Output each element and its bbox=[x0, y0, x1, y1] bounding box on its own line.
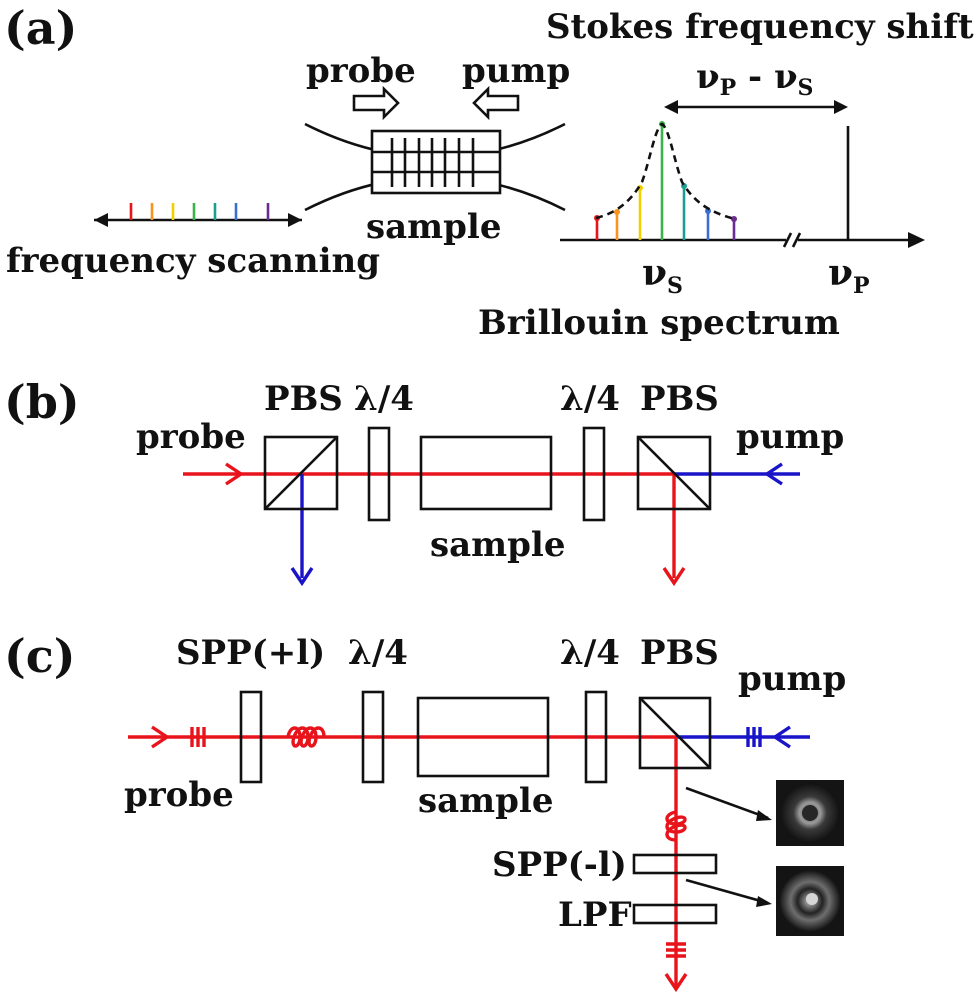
acoustic-grating bbox=[372, 138, 500, 187]
scan-frequency-lines bbox=[129, 203, 270, 220]
probe-direction-arrow bbox=[352, 85, 400, 121]
pbs-right-b bbox=[636, 435, 712, 511]
pbs-left-b bbox=[263, 435, 339, 511]
inset-pointer-bottom bbox=[685, 878, 769, 905]
pbs-c bbox=[638, 696, 712, 770]
stokes-shift-title: Stokes frequency shift bbox=[546, 7, 974, 47]
shift-nu-p: ν bbox=[696, 57, 720, 97]
stokes-shift-arrow bbox=[664, 100, 848, 114]
probe-vortex-wavefront bbox=[286, 726, 326, 748]
panel-label-b: (b) bbox=[4, 375, 80, 429]
spectrum-axis bbox=[560, 232, 925, 248]
spectrum-dot-2 bbox=[614, 209, 620, 215]
probe-output-plane-wavefront bbox=[666, 942, 686, 958]
sample-label-a: sample bbox=[366, 207, 501, 247]
pbs-label-right-b: PBS bbox=[640, 379, 719, 419]
spp-minus-plate bbox=[632, 853, 718, 875]
brillouin-lorentzian-curve bbox=[595, 122, 736, 221]
pbs-label-left-b: PBS bbox=[264, 379, 343, 419]
nu-p-sub: P bbox=[853, 273, 870, 299]
pump-input-arrow-c bbox=[771, 725, 791, 749]
lpf-label: LPF bbox=[558, 895, 632, 935]
spp-minus-label: SPP(-l) bbox=[492, 845, 627, 885]
nu-p-main: ν bbox=[828, 252, 853, 294]
nu-s-label: νS bbox=[642, 252, 683, 299]
pbs-label-c: PBS bbox=[640, 633, 719, 673]
probe-label-c: probe bbox=[124, 775, 234, 815]
spectrum-dot-6 bbox=[705, 208, 711, 214]
spectrum-probe-lines bbox=[594, 121, 737, 240]
qwp-label-left-c: λ/4 bbox=[348, 633, 408, 673]
pump-input-arrow-b bbox=[763, 462, 783, 486]
probe-output-vortex bbox=[665, 810, 687, 842]
qwp-label-right-b: λ/4 bbox=[560, 379, 620, 419]
probe-input-arrow-c bbox=[151, 725, 171, 749]
panel-label-c: (c) bbox=[4, 629, 76, 683]
probe-output-arrow-c bbox=[664, 973, 688, 993]
lpf-plate bbox=[632, 903, 718, 925]
probe-plane-wavefront bbox=[190, 727, 206, 747]
shift-sub-p: P bbox=[720, 75, 737, 101]
pump-direction-arrow bbox=[472, 85, 520, 121]
shift-minus: - bbox=[736, 57, 774, 97]
qwp-label-left-b: λ/4 bbox=[354, 379, 414, 419]
qwp-right-b bbox=[582, 426, 606, 522]
sample-label-b: sample bbox=[430, 525, 565, 565]
shift-sub-s: S bbox=[798, 75, 814, 101]
shift-formula: νP - νS bbox=[696, 57, 813, 101]
probe-label-a: probe bbox=[306, 51, 416, 91]
spectrum-dot-7 bbox=[731, 216, 737, 222]
shift-nu-s: ν bbox=[774, 57, 798, 97]
qwp-left-b bbox=[367, 426, 391, 522]
probe-input-arrow-b bbox=[225, 462, 245, 486]
spp-plus-label: SPP(+l) bbox=[176, 633, 325, 673]
pbs-right-diagonal bbox=[637, 436, 711, 510]
spp-plus-plate bbox=[239, 690, 263, 784]
nu-s-sub: S bbox=[667, 273, 683, 299]
qwp-right-c bbox=[584, 690, 608, 784]
qwp-label-right-c: λ/4 bbox=[560, 633, 620, 673]
brillouin-spectrum-label: Brillouin spectrum bbox=[478, 303, 840, 343]
gaussian-beam-profile-image bbox=[776, 866, 844, 936]
sample-b bbox=[419, 435, 553, 511]
inset-pointer-top bbox=[685, 786, 769, 820]
sample-c bbox=[416, 696, 550, 778]
pump-output-arrow-b bbox=[290, 567, 314, 587]
pump-plane-wavefront bbox=[746, 727, 762, 747]
frequency-scanning-axis bbox=[94, 213, 302, 227]
panel-label-a: (a) bbox=[4, 1, 77, 55]
nu-p-label: νP bbox=[828, 252, 870, 299]
nu-s-main: ν bbox=[642, 252, 667, 294]
pbs-c-diagonal bbox=[639, 697, 711, 769]
probe-output-arrow-b bbox=[662, 567, 686, 587]
pbs-left-diagonal bbox=[264, 436, 338, 510]
sample-cell-a bbox=[370, 129, 502, 195]
probe-label-b: probe bbox=[136, 417, 246, 457]
sample-label-c: sample bbox=[418, 781, 553, 821]
frequency-scanning-label: frequency scanning bbox=[6, 241, 380, 281]
pump-label-c: pump bbox=[738, 659, 846, 699]
qwp-left-c bbox=[361, 690, 385, 784]
vortex-beam-profile-image bbox=[776, 780, 844, 846]
pump-label-a: pump bbox=[462, 51, 570, 91]
pump-label-b: pump bbox=[736, 417, 844, 457]
